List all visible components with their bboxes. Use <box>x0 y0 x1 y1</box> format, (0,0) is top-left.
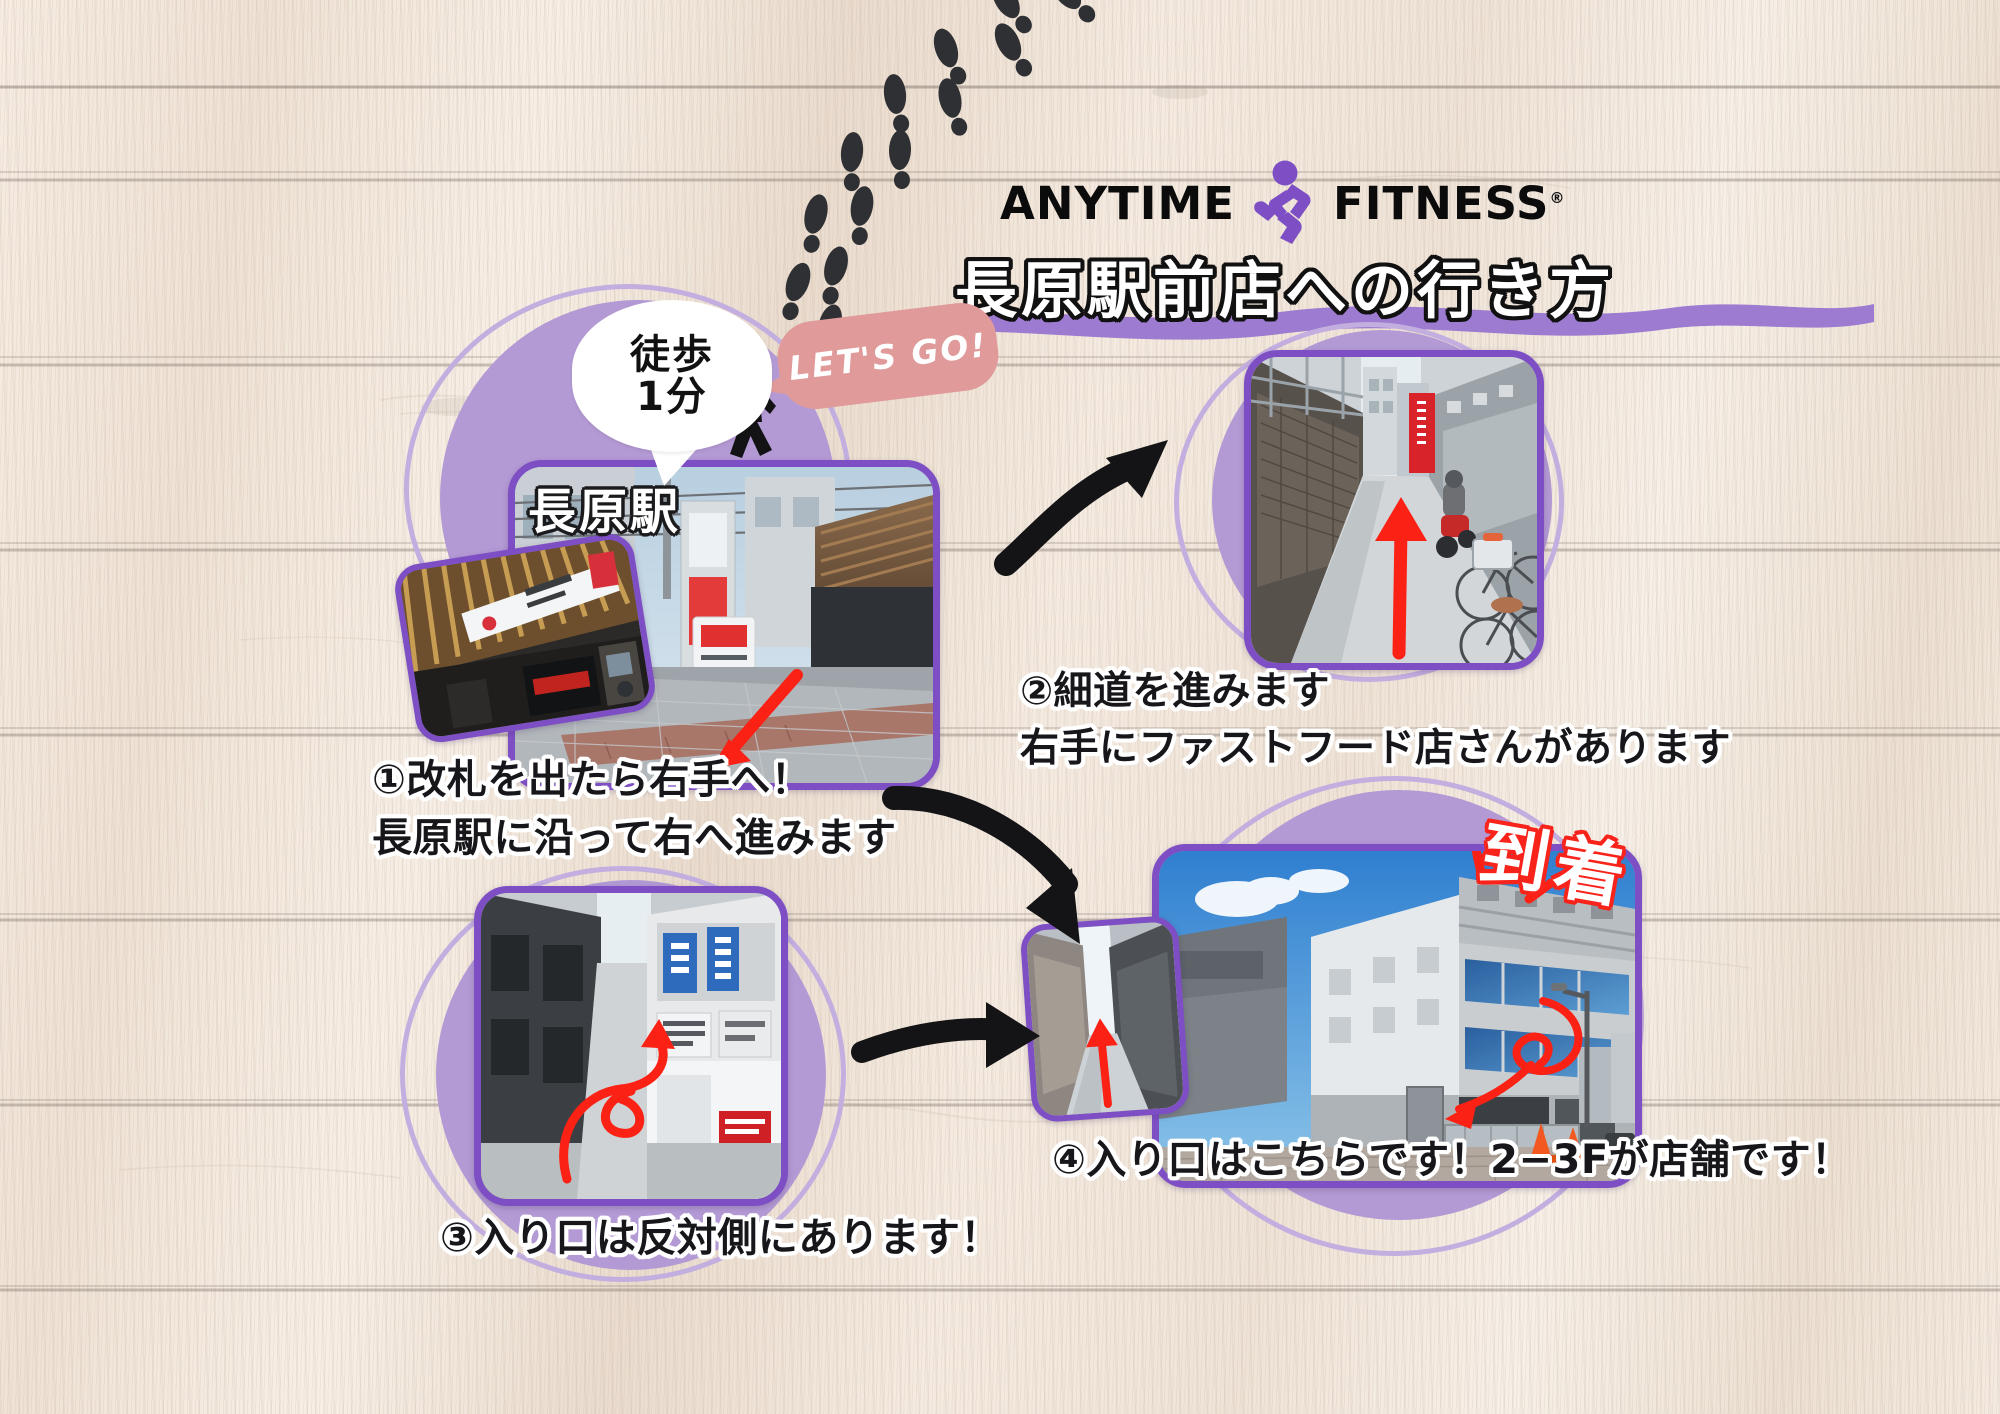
photo-label-station: 長原駅 <box>528 484 682 540</box>
walk-time-bubble: 徒歩 1分 <box>572 300 772 452</box>
lets-go-text: LET'S GO! <box>786 324 990 388</box>
walk-time-line-1: 徒歩 <box>630 332 714 378</box>
caption-step-1-line-1: ①改札を出たら右手へ！ <box>372 757 812 803</box>
caption-step-1-line-2: 長原駅に沿って右へ進みます <box>372 814 897 861</box>
caption-step-2-line-1: ②細道を進みます <box>1020 669 1331 714</box>
caption-step-4-line-1: ④入り口はこちらです！2−3Fが店舗です！ <box>1052 1137 1852 1183</box>
page-title: 長原駅前店への行き方 <box>955 254 1616 327</box>
caption-step-2-line-2: 右手にファストフード店さんがあります <box>1020 725 1732 771</box>
registered-trademark: ® <box>1549 188 1566 207</box>
photo-step-3 <box>474 886 788 1206</box>
caption-step-3-line-1: ③入り口は反対側にあります！ <box>440 1215 1001 1261</box>
anytime-fitness-logo: ANYTIME FITNESS® <box>1000 160 1565 246</box>
caption-step-1: ①改札を出たら右手へ！ 長原駅に沿って右へ進みます <box>372 757 897 875</box>
photo-step-1-inset <box>391 530 659 746</box>
caption-step-3: ③入り口は反対側にあります！ <box>440 1215 1001 1276</box>
photo-step-4-inset <box>1019 914 1191 1124</box>
caption-step-4: ④入り口はこちらです！2−3Fが店舗です！ <box>1052 1137 1852 1198</box>
walk-time-line-2: 1分 <box>636 374 708 420</box>
logo-text-fitness: FITNESS® <box>1333 176 1566 230</box>
running-person-icon <box>1254 160 1311 244</box>
caption-step-2: ②細道を進みます 右手にファストフード店さんがあります <box>1020 669 1732 785</box>
photo-step-2 <box>1244 350 1544 670</box>
logo-text-anytime: ANYTIME <box>1000 176 1236 230</box>
